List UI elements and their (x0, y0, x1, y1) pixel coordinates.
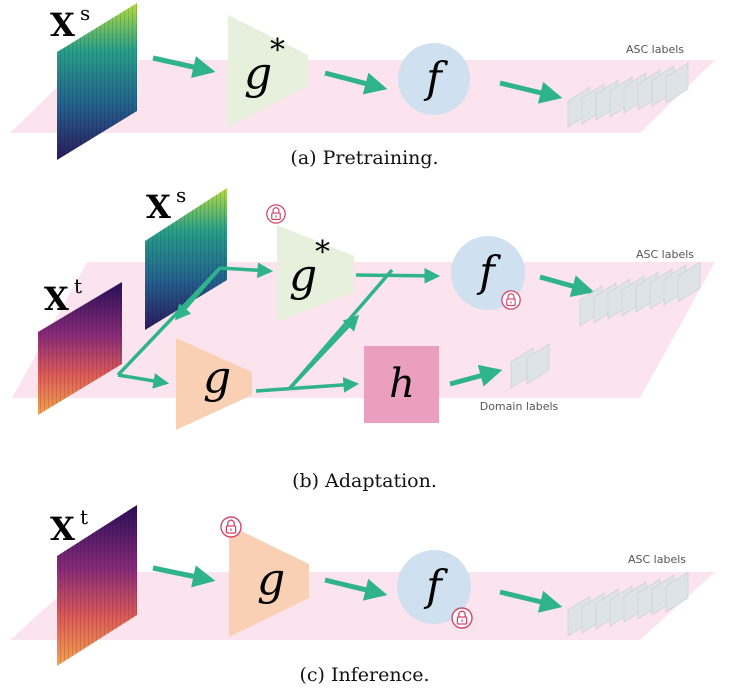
panel-a-encoder-superscript: * (270, 33, 285, 68)
panel-pretraining: X s g * f ASC labels (10, 1, 715, 160)
panel-c-classifier (397, 550, 471, 624)
arrow-target-to-encoder (117, 373, 170, 389)
panel-a-arrow-1 (152, 55, 216, 79)
arrow-discriminator-to-domain (449, 364, 503, 387)
panel-a-input-superscript: s (80, 1, 90, 25)
panel-b-domain-output-label: Domain labels (480, 400, 559, 413)
lock-icon (501, 290, 521, 310)
panel-a-arrow-2 (324, 70, 388, 95)
panel-c-arrow-2 (324, 577, 388, 601)
panel-b-frozen-encoder-symbol: g (289, 250, 317, 301)
panel-a-plane (10, 60, 715, 133)
panel-a-encoder-symbol: g (244, 48, 272, 99)
panel-b-encoder (176, 338, 252, 430)
panel-a-encoder-star (228, 15, 308, 127)
panel-a-classifier (398, 43, 470, 115)
panel-b-arrows (116, 262, 441, 393)
panel-b-discriminator-symbol: h (389, 361, 415, 407)
caption-pretraining: (a) Pretraining. (290, 147, 439, 169)
panel-b-frozen-encoder (277, 225, 354, 322)
panel-c-encoder (229, 525, 309, 637)
panel-b-domain-label-cards (510, 343, 550, 389)
panel-b-target-superscript: t (74, 274, 82, 298)
panel-b-asc-label-cards (579, 261, 701, 327)
panel-c-plane (10, 572, 715, 640)
caption-inference: (c) Inference. (299, 664, 430, 686)
arrow-source-to-frozen (219, 262, 274, 279)
caption-adaptation: (b) Adaptation. (292, 470, 437, 492)
panel-a-arrow-3 (499, 80, 563, 104)
panel-c-arrow-1 (152, 565, 216, 588)
lock-icon (220, 516, 242, 538)
arrow-classifier-to-asc (539, 274, 595, 297)
panel-c-input-superscript: t (80, 505, 88, 529)
lock-icon (266, 204, 286, 224)
label-card (526, 343, 550, 385)
panel-b-source-superscript: s (176, 183, 186, 207)
arrow-encoder-to-discriminator (255, 377, 360, 393)
panel-c-input-symbol: X (50, 510, 75, 548)
panel-b-discriminator (364, 346, 439, 423)
panel-b-source-symbol: X (146, 188, 171, 226)
lock-icon (451, 607, 473, 629)
label-card (665, 571, 689, 613)
arrow-frozen-to-classifier (355, 267, 441, 284)
panel-inference: X t g f ASC labels (10, 505, 715, 666)
panel-b-target-symbol: X (44, 280, 69, 318)
panel-a-asc-label-cards (567, 62, 689, 128)
label-card (665, 62, 689, 104)
panel-a-output-label: ASC labels (626, 43, 684, 56)
panel-c-output-label: ASC labels (628, 553, 686, 566)
panel-b-encoder-symbol: g (203, 352, 231, 403)
panel-c-encoder-symbol: g (257, 554, 285, 605)
panel-c-asc-label-cards (567, 571, 689, 637)
arrow-target-to-frozen (116, 266, 222, 377)
panel-a-input-symbol: X (50, 6, 75, 44)
panel-b-asc-output-label: ASC labels (636, 248, 694, 261)
panel-b-frozen-encoder-superscript: * (315, 235, 330, 270)
panel-adaptation: X s X t g * g f h (12, 183, 715, 430)
arrow-encoder-to-classifier-mid (288, 314, 360, 390)
panel-c-arrow-3 (499, 589, 563, 613)
label-card (677, 261, 701, 303)
